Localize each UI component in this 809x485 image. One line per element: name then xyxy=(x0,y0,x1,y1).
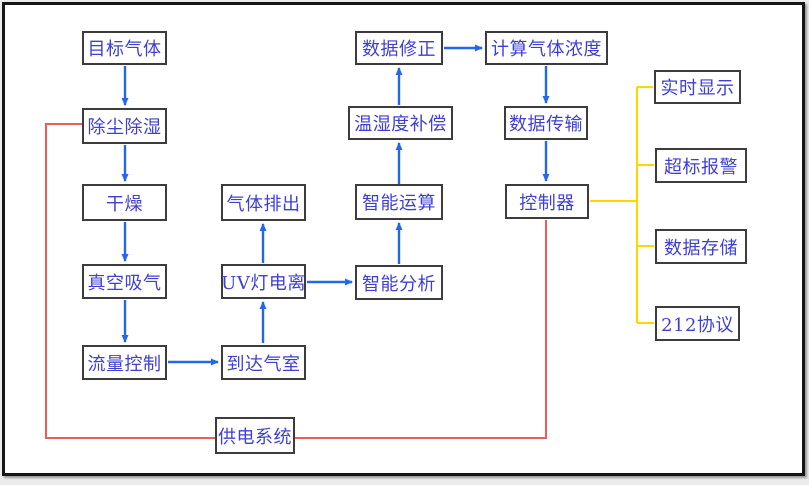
node-controller: 控制器 xyxy=(505,184,589,219)
node-dedust-dehumidify: 除尘除湿 xyxy=(82,108,167,144)
node-intelligent-analysis: 智能分析 xyxy=(355,265,443,300)
node-calc-gas-concentration: 计算气体浓度 xyxy=(485,31,608,65)
power-line xyxy=(45,123,547,439)
node-drying: 干燥 xyxy=(82,184,167,221)
node-data-correction: 数据修正 xyxy=(355,31,443,65)
node-gas-discharge: 气体排出 xyxy=(221,184,306,221)
node-reach-gas-chamber: 到达气室 xyxy=(221,345,306,380)
node-data-transmission: 数据传输 xyxy=(504,106,588,140)
node-intelligent-computing: 智能运算 xyxy=(355,184,443,220)
node-target-gas: 目标气体 xyxy=(82,31,167,65)
node-uv-lamp-ionization: UV灯电离 xyxy=(221,264,306,299)
node-vacuum-suction: 真空吸气 xyxy=(82,264,167,299)
output-bus-line xyxy=(590,86,654,324)
node-protocol-212: 212协议 xyxy=(655,306,740,341)
node-temp-humidity-compensation: 温湿度补偿 xyxy=(348,106,453,140)
node-over-limit-alarm: 超标报警 xyxy=(655,148,747,183)
node-realtime-display: 实时显示 xyxy=(654,70,741,104)
node-power-supply: 供电系统 xyxy=(215,417,295,454)
node-data-storage: 数据存储 xyxy=(655,229,747,264)
node-flow-control: 流量控制 xyxy=(82,345,167,380)
